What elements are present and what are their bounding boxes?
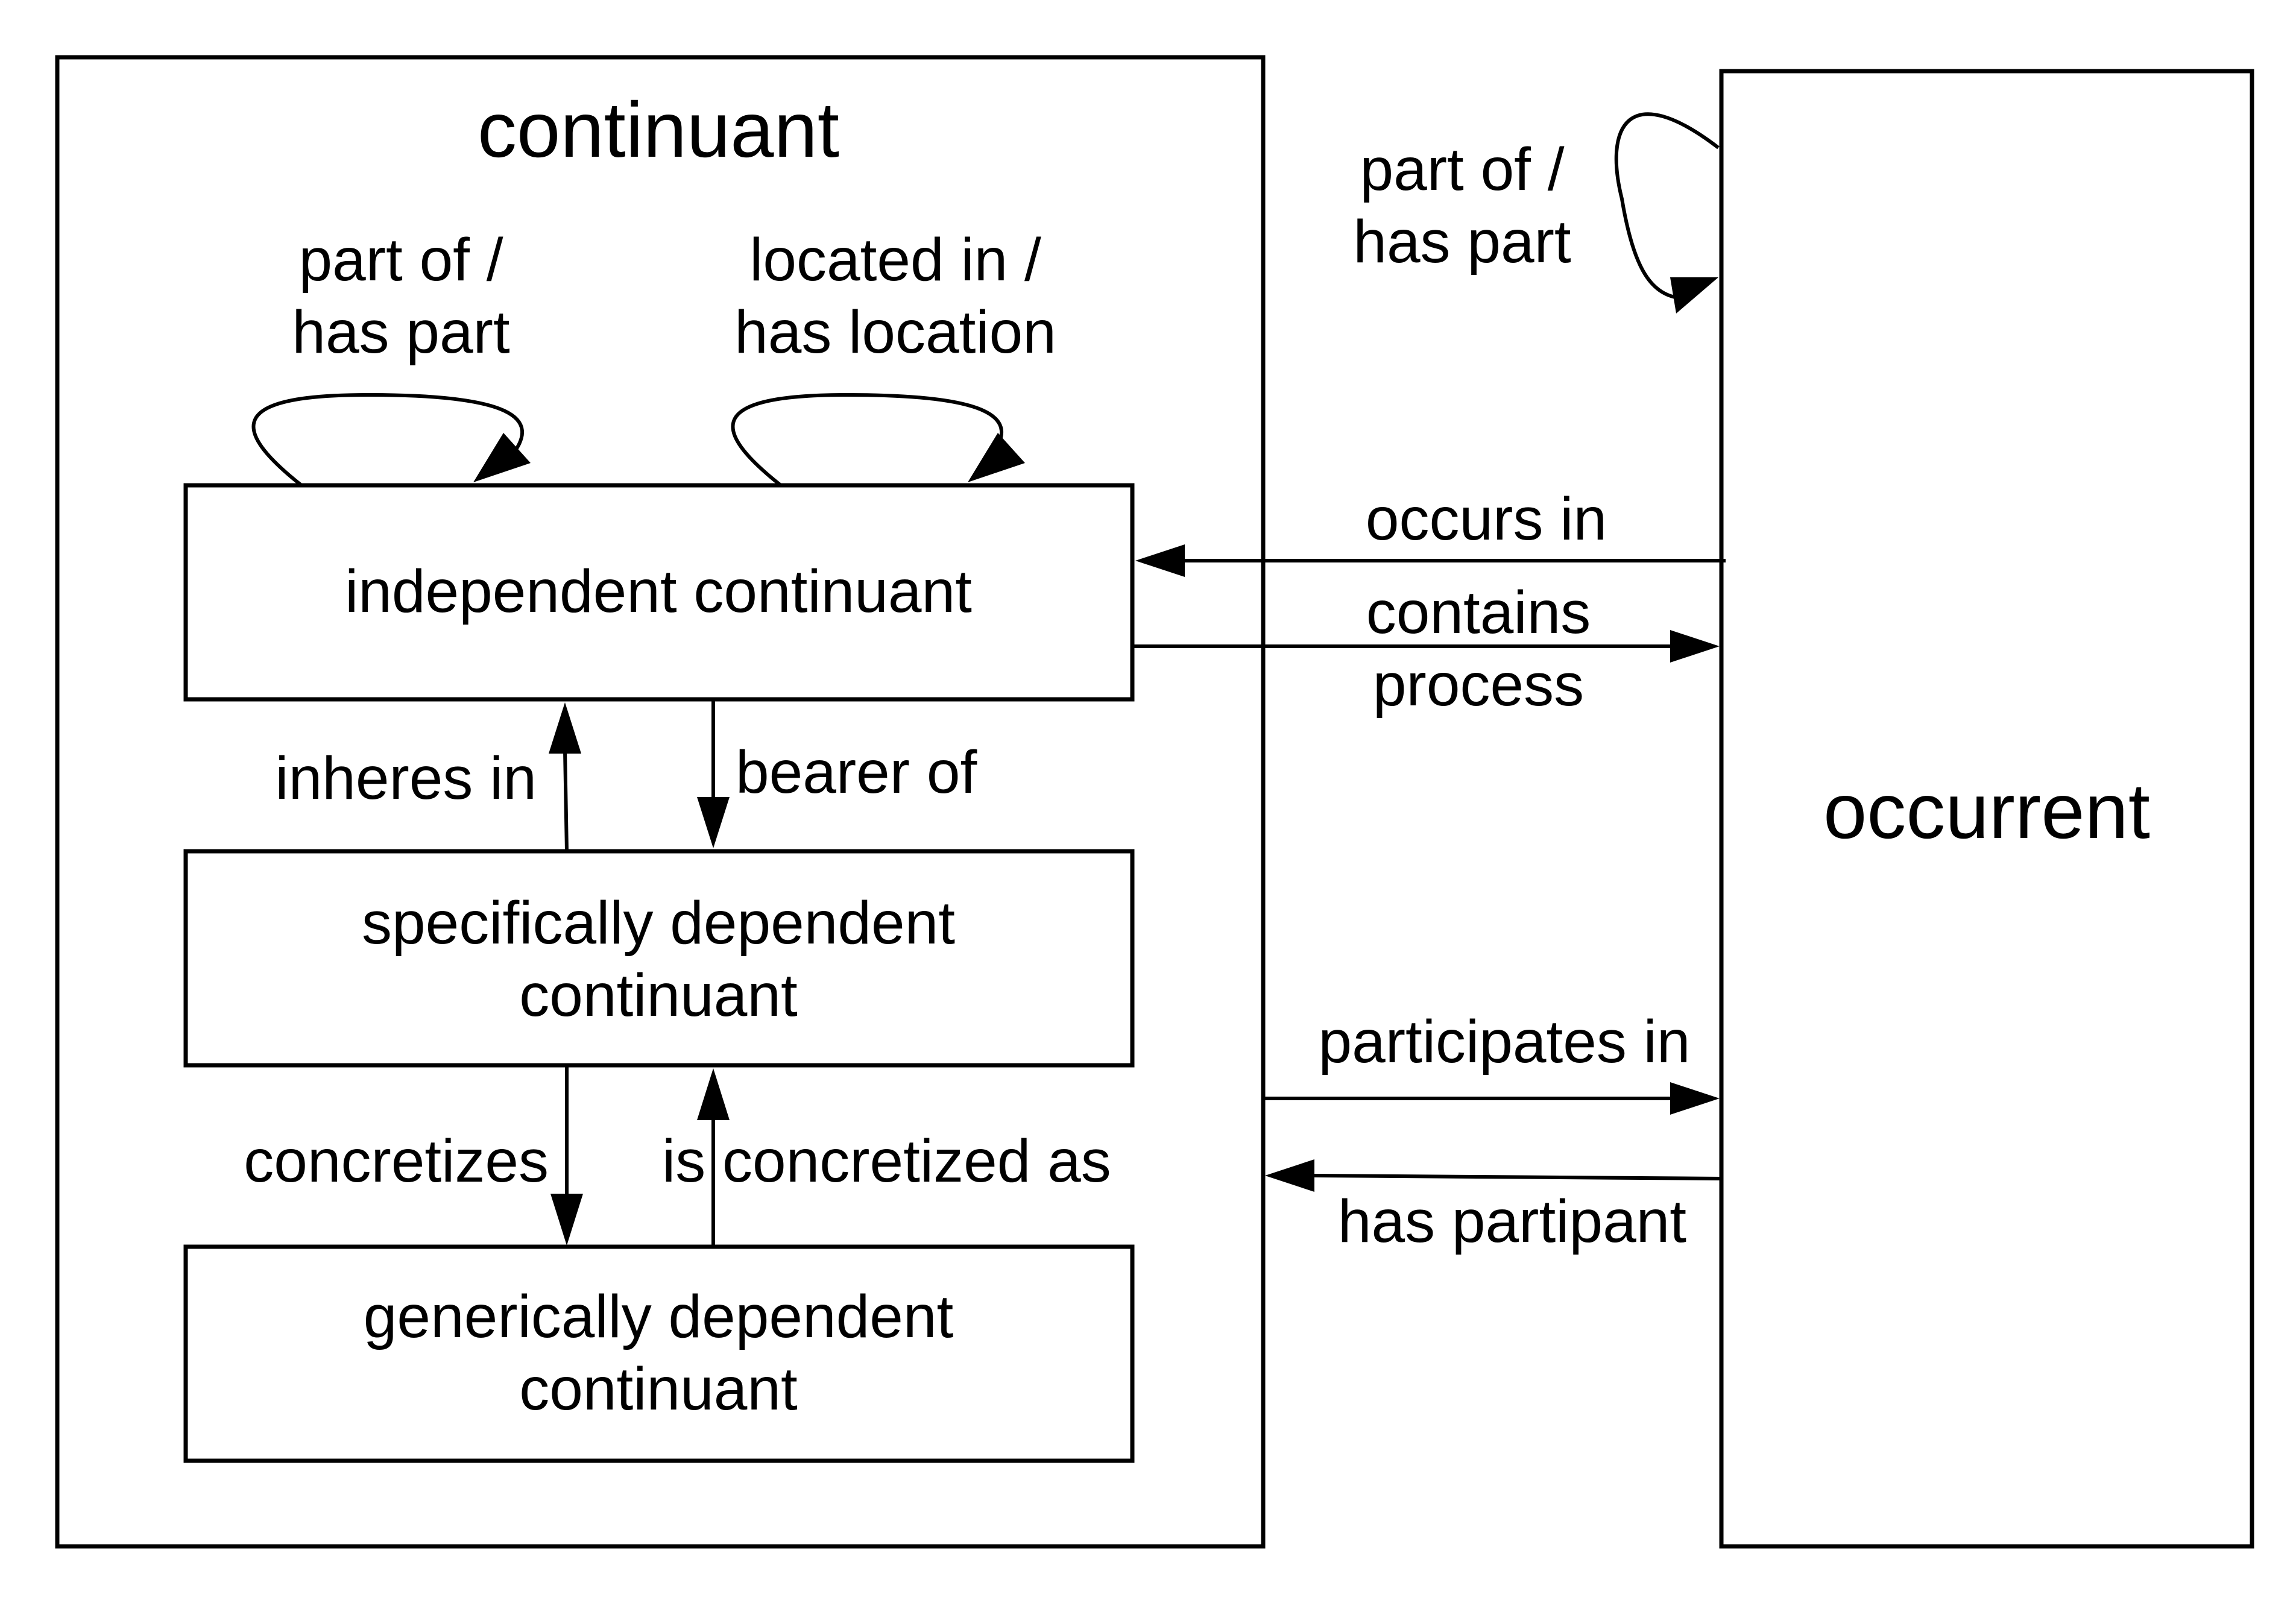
independent-continuant-label: independent continuant <box>345 558 972 625</box>
has-participant-label: has partipant <box>1338 1188 1686 1255</box>
concretizes-arrow <box>550 1065 583 1246</box>
is-concretized-as-label: is concretized as <box>662 1127 1111 1195</box>
is-concretized-as-arrow <box>697 1068 730 1247</box>
contains-process-label-line1: contains <box>1366 579 1591 646</box>
continuant-box <box>55 55 1266 1549</box>
occurs-in-arrow <box>1135 544 1726 577</box>
occurrent-title: occurrent <box>1823 767 2150 855</box>
occurs-in-label: occurs in <box>1366 485 1607 553</box>
occurrent-part-of-label-line1: part of / <box>1360 136 1564 203</box>
bearer-of-arrow <box>697 699 730 848</box>
contains-process-arrow <box>1132 630 1720 663</box>
concretizes-label: concretizes <box>244 1127 549 1195</box>
part-of-loop-arrow <box>251 392 531 487</box>
occurrent-box <box>1719 69 2254 1549</box>
specifically-dependent-label-line1: specifically dependent <box>362 889 955 957</box>
part-of-loop-label-line2: has part <box>292 298 510 366</box>
inheres-in-label: inheres in <box>275 745 537 812</box>
has-participant-arrow <box>1265 1159 1722 1192</box>
bearer-of-label: bearer of <box>736 739 977 806</box>
inheres-in-arrow <box>549 702 581 852</box>
located-in-loop-arrow <box>731 392 1025 487</box>
generically-dependent-continuant-box <box>183 1244 1135 1463</box>
continuant-title: continuant <box>478 86 839 174</box>
participates-in-arrow <box>1263 1082 1720 1115</box>
specifically-dependent-continuant-box <box>183 849 1135 1068</box>
generically-dependent-label-line2: continuant <box>519 1355 798 1423</box>
specifically-dependent-label-line2: continuant <box>519 962 798 1029</box>
contains-process-label-line2: process <box>1373 651 1584 719</box>
located-in-loop-label-line2: has location <box>734 298 1056 366</box>
located-in-loop-label-line1: located in / <box>749 226 1041 294</box>
participates-in-label: participates in <box>1319 1008 1691 1076</box>
occurrent-part-of-label-line2: has part <box>1353 208 1571 276</box>
independent-continuant-box <box>183 483 1135 702</box>
occurrent-part-of-loop-arrow <box>1614 112 1720 313</box>
part-of-loop-label-line1: part of / <box>298 226 503 294</box>
generically-dependent-label-line1: generically dependent <box>364 1283 954 1350</box>
